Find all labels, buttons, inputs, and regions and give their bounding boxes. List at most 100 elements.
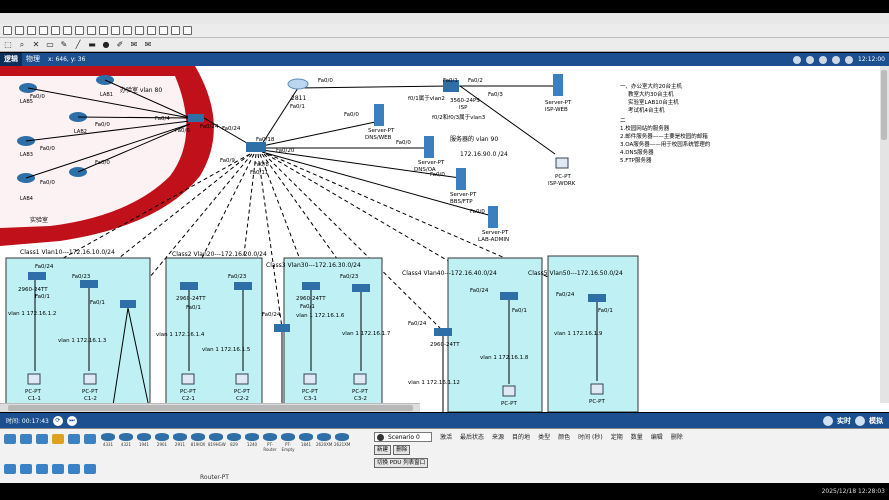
class4-switch-2[interactable] xyxy=(500,292,518,300)
inspect-icon[interactable]: ⌕ xyxy=(19,40,25,49)
device-item[interactable]: PT-Router xyxy=(262,431,278,469)
select-tool-icon[interactable]: ⬚ xyxy=(4,40,12,49)
core-switch[interactable] xyxy=(246,142,266,152)
zoom-in-icon[interactable] xyxy=(123,26,132,35)
device-item[interactable]: 4331 xyxy=(100,431,116,469)
tab-logical[interactable]: 逻辑 xyxy=(0,53,22,66)
new-scenario-button[interactable]: 新建 xyxy=(374,445,392,455)
complex-pdu-icon[interactable]: ✉ xyxy=(144,40,152,49)
delete-tool-icon[interactable]: ✕ xyxy=(32,40,40,49)
paste-icon[interactable] xyxy=(87,26,96,35)
pc-c5-1[interactable]: PC-PT xyxy=(589,383,605,405)
subcategory-wan-emu-icon[interactable] xyxy=(84,464,96,474)
line-tool-icon[interactable]: ╱ xyxy=(75,40,81,49)
device-item[interactable]: 2620XM xyxy=(316,431,332,469)
tab-physical[interactable]: 物理 xyxy=(26,55,40,63)
redo-icon[interactable] xyxy=(111,26,120,35)
open-folder-icon[interactable] xyxy=(15,26,24,35)
undo-icon[interactable] xyxy=(99,26,108,35)
resize-tool-icon[interactable]: ▭ xyxy=(46,40,54,49)
device-item[interactable]: 819HGW xyxy=(208,431,226,469)
class2-switch-2[interactable] xyxy=(234,282,252,290)
realtime-mode[interactable]: 实时 xyxy=(837,416,851,425)
info-icon[interactable] xyxy=(51,26,60,35)
rect-tool-icon[interactable]: ▬ xyxy=(88,40,96,49)
custom-device-icon[interactable] xyxy=(171,26,180,35)
network-icon[interactable] xyxy=(63,26,72,35)
print-icon[interactable] xyxy=(39,26,48,35)
device-item[interactable]: 2621XM xyxy=(334,431,350,469)
menu-placeholder-1[interactable] xyxy=(4,15,6,22)
category-end-devices-icon[interactable] xyxy=(20,434,32,444)
lab-switch[interactable] xyxy=(188,114,204,122)
freeform-tool-icon[interactable]: ✐ xyxy=(116,40,124,49)
category-network-devices-icon[interactable] xyxy=(4,434,16,444)
copy-icon[interactable] xyxy=(75,26,84,35)
class1-extra-switch[interactable] xyxy=(120,300,136,308)
class1-switch-1[interactable]: 2960-24TT xyxy=(18,272,48,293)
environment-icon[interactable] xyxy=(806,55,815,64)
category-connections-icon[interactable] xyxy=(52,434,64,444)
delete-scenario-button[interactable]: 删除 xyxy=(393,445,411,455)
vertical-scroll-thumb[interactable] xyxy=(881,70,887,140)
zoom-out-icon[interactable] xyxy=(147,26,156,35)
viewport-icon[interactable] xyxy=(793,55,802,64)
toggle-pdu-list-button[interactable]: 切换 PDU 列表窗口 xyxy=(374,458,429,468)
new-file-icon[interactable] xyxy=(3,26,12,35)
class1-switch-2[interactable] xyxy=(80,280,98,288)
device-item[interactable]: 1941 xyxy=(136,431,152,469)
device-item[interactable]: 829 xyxy=(226,431,242,469)
subcategory-wireless-icon[interactable] xyxy=(52,464,64,474)
class2-switch-1[interactable]: 2960-24TT xyxy=(176,282,206,302)
device-item[interactable]: 1240 xyxy=(244,431,260,469)
subcategory-switches-icon[interactable] xyxy=(20,464,32,474)
subcategory-routers-icon[interactable] xyxy=(4,464,16,474)
horizontal-scroll-thumb[interactable] xyxy=(8,405,413,411)
horizontal-scrollbar[interactable] xyxy=(0,403,420,412)
zoom-reset-icon[interactable] xyxy=(135,26,144,35)
scenario-select[interactable]: Scenario 0 xyxy=(374,432,432,442)
power-cycle-icon[interactable]: ⟳ xyxy=(52,415,63,426)
device-item[interactable]: 4321 xyxy=(118,431,134,469)
palette-icon[interactable] xyxy=(159,26,168,35)
fast-forward-icon[interactable]: ⏭ xyxy=(66,415,77,426)
note-tool-icon[interactable]: ✎ xyxy=(60,40,68,49)
class3-extra-switch[interactable] xyxy=(274,324,290,332)
pc-c4-1[interactable]: PC-PT xyxy=(501,385,517,407)
category-multiuser-icon[interactable] xyxy=(84,434,96,444)
vertical-scrollbar[interactable] xyxy=(880,66,889,403)
logical-workspace[interactable]: 实验室 LAB5 LAB1 LAB2 LAB3 LAB4 办验室 vlan 80… xyxy=(0,66,889,412)
subcategory-security-icon[interactable] xyxy=(68,464,80,474)
subcategory-hubs-icon[interactable] xyxy=(36,464,48,474)
cluster-icon[interactable] xyxy=(819,55,828,64)
class3-switch-2[interactable] xyxy=(352,284,370,292)
activity-icon[interactable] xyxy=(183,26,192,35)
simple-pdu-icon[interactable]: ✉ xyxy=(130,40,138,49)
navigation-icon[interactable] xyxy=(832,55,841,64)
device-item[interactable]: 2911 xyxy=(172,431,188,469)
ellipse-tool-icon[interactable]: ● xyxy=(102,40,110,49)
category-misc-icon[interactable] xyxy=(68,434,80,444)
isp-switch[interactable] xyxy=(443,80,459,92)
device-item[interactable]: PT-Empty xyxy=(280,431,296,469)
class5-switch-1[interactable] xyxy=(588,294,606,302)
device-item[interactable]: 2901 xyxy=(154,431,170,469)
main-router[interactable] xyxy=(287,78,309,90)
device-item[interactable]: 819IOX xyxy=(190,431,206,469)
category-components-icon[interactable] xyxy=(36,434,48,444)
class4-switch-1[interactable]: 2960-24TT xyxy=(430,328,460,348)
simulation-mode[interactable]: 模拟 xyxy=(869,416,883,425)
device-item[interactable]: 1841 xyxy=(298,431,314,469)
